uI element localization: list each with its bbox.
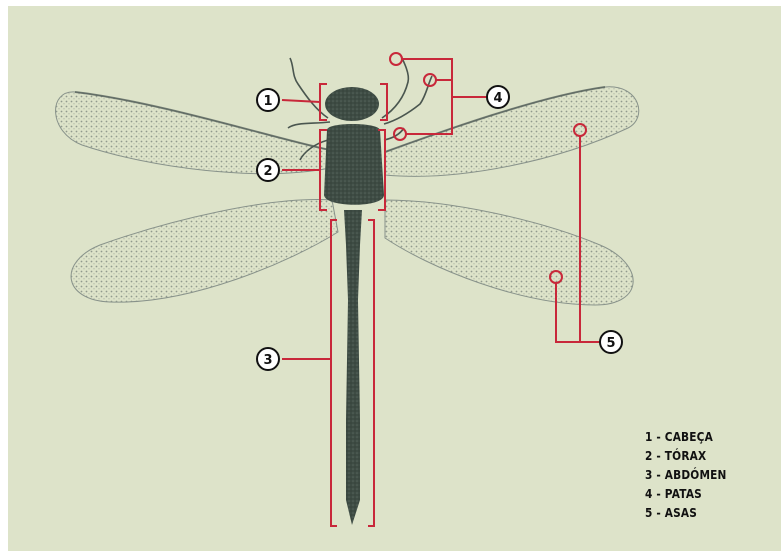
- legs-leader-line: [402, 59, 452, 134]
- callout-2-number: 2: [263, 164, 272, 179]
- thorax: [324, 124, 384, 205]
- abdomen-bracket-left: [331, 220, 337, 526]
- leg-marker-3: [394, 128, 406, 140]
- legend-item-thorax: 2 - TÓRAX: [645, 447, 727, 466]
- callout-5: 5: [600, 331, 622, 353]
- leg-marker-1: [390, 53, 402, 65]
- callout-4: 4: [487, 86, 509, 108]
- legend-item-wings: 5 - ASAS: [645, 504, 727, 523]
- upper-left-wing: [56, 92, 330, 174]
- left-foreleg: [290, 58, 328, 118]
- callout-3: 3: [257, 348, 279, 370]
- lower-left-wing: [71, 200, 338, 303]
- callout-3-number: 3: [263, 353, 272, 368]
- legend-item-abdomen: 3 - ABDÓMEN: [645, 466, 727, 485]
- abdomen-bracket-right: [368, 220, 374, 526]
- head: [325, 87, 379, 121]
- legend-item-head: 1 - CABEÇA: [645, 428, 727, 447]
- lower-right-wing: [385, 200, 633, 305]
- callout-1: 1: [257, 89, 279, 111]
- callout-2: 2: [257, 159, 279, 181]
- left-midleg: [288, 122, 330, 128]
- callout-1-number: 1: [263, 94, 272, 109]
- head-leader-line: [282, 100, 320, 102]
- callout-5-number: 5: [606, 336, 615, 351]
- callout-4-number: 4: [493, 91, 502, 106]
- legend-item-legs: 4 - PATAS: [645, 485, 727, 504]
- abdomen: [344, 210, 362, 525]
- right-foreleg: [382, 54, 408, 118]
- legend: 1 - CABEÇA 2 - TÓRAX 3 - ABDÓMEN 4 - PAT…: [645, 428, 727, 523]
